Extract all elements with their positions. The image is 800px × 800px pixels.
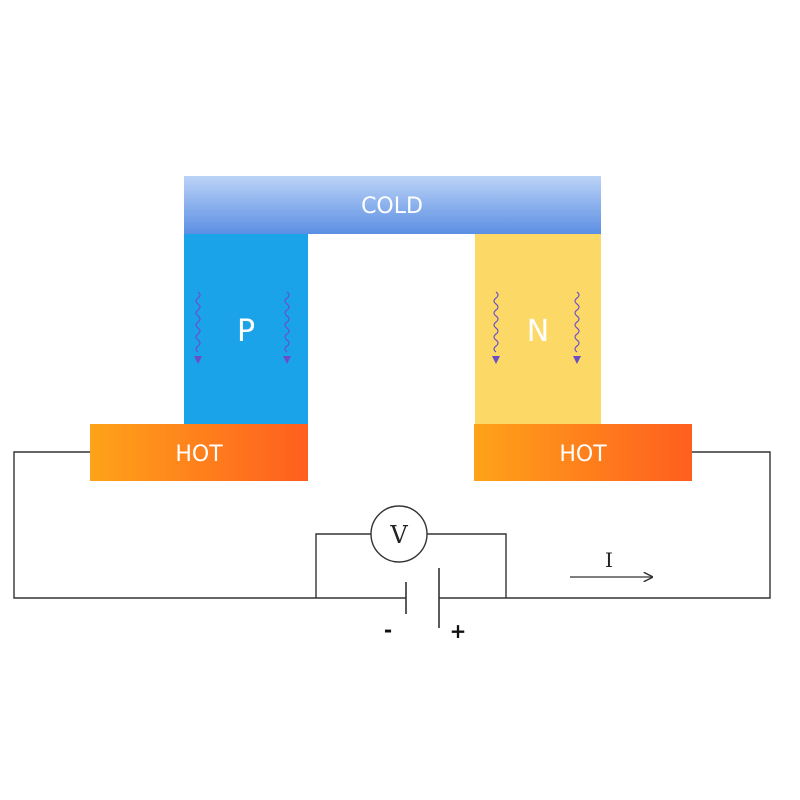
left-wire xyxy=(13,451,316,599)
hot-plate-right xyxy=(474,424,692,481)
battery-plus-sign: + xyxy=(450,619,467,643)
p-label: P xyxy=(237,314,255,349)
battery-minus-sign: - xyxy=(384,618,392,642)
heat-arrowhead-1 xyxy=(194,356,202,364)
heat-arrowhead-3 xyxy=(492,356,500,364)
circuit-wires xyxy=(13,451,771,599)
heat-wave-1 xyxy=(195,291,201,353)
hot-plate-left xyxy=(90,424,308,481)
cold-plate xyxy=(184,176,601,234)
heat-wave-3 xyxy=(493,291,499,353)
heat-arrowhead-2 xyxy=(283,356,291,364)
voltmeter: V xyxy=(370,505,428,563)
current-label: I xyxy=(605,548,613,572)
voltmeter-circle xyxy=(370,505,428,563)
current-indicator: I xyxy=(570,548,652,577)
voltmeter-label: V xyxy=(389,521,408,549)
right-wire xyxy=(506,451,771,599)
heat-wave-4 xyxy=(574,291,580,353)
voltmeter-branch-right xyxy=(427,533,507,598)
battery: - + xyxy=(384,568,467,643)
hot-left-label: HOT xyxy=(175,442,223,467)
cold-label: COLD xyxy=(361,194,423,219)
heat-flow-arrows xyxy=(194,291,581,364)
heat-arrowhead-4 xyxy=(573,356,581,364)
heat-wave-2 xyxy=(284,291,290,353)
hot-right-label: HOT xyxy=(559,442,607,467)
n-label: N xyxy=(527,314,549,349)
voltmeter-branch xyxy=(315,533,371,598)
